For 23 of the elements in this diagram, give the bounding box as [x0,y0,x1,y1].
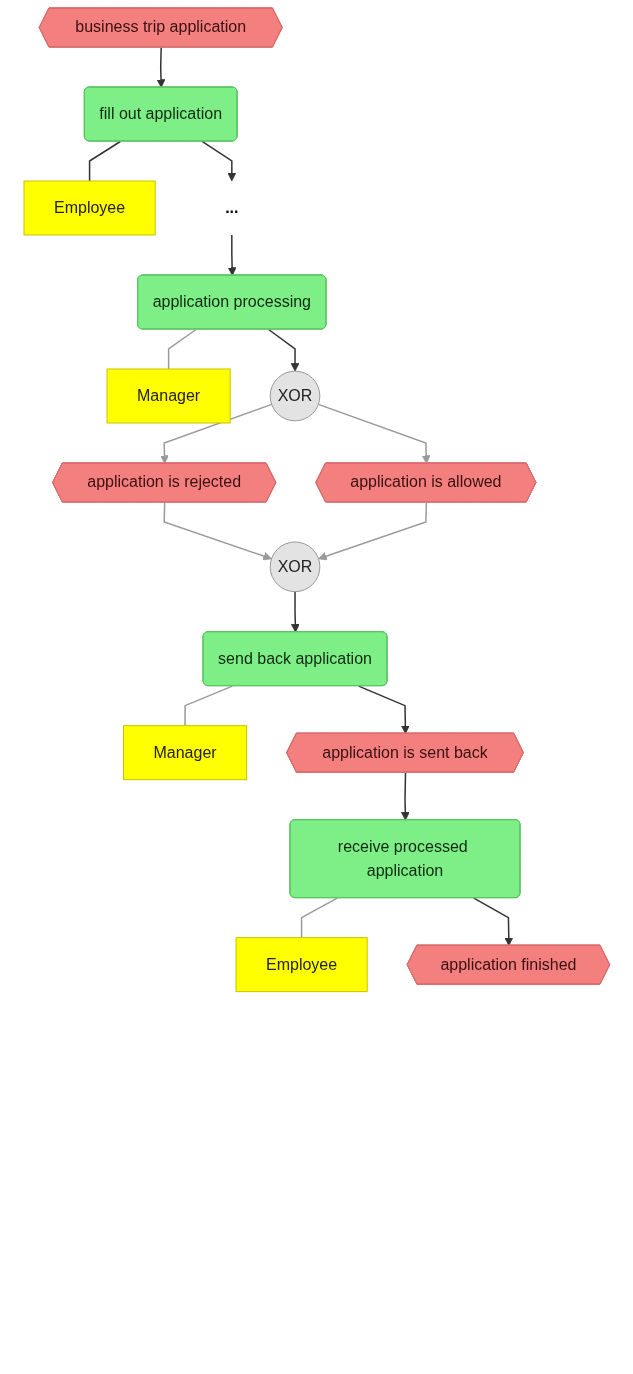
node-box: Manager [106,368,231,424]
connector [300,897,338,939]
node-box: Employee [235,937,368,993]
arrow [267,328,300,372]
node-box: Employee [23,180,156,236]
arrow [163,501,272,561]
arrow [357,685,410,735]
node-circle: XOR [269,370,320,422]
connector [167,328,197,370]
arrow [400,771,410,821]
arrow [200,140,236,182]
node-box: Manager [122,725,247,781]
arrow [159,403,273,464]
arrow [290,590,300,633]
node-circle: XOR [269,541,320,593]
connector [183,685,233,727]
arrow [317,403,431,464]
arrow [317,501,427,561]
arrow [156,46,166,88]
node-text: ... [224,198,239,216]
connector [88,140,121,182]
arrow [472,897,513,947]
arrow [227,234,237,276]
